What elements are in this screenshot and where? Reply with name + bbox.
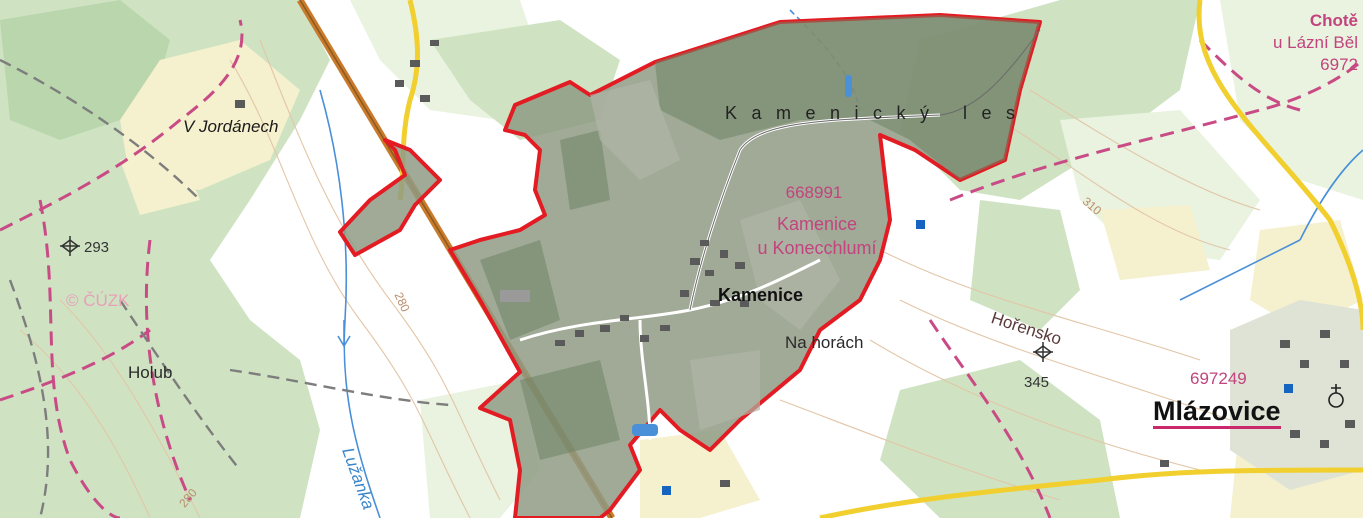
field-west-small [120, 150, 200, 215]
road-east [1196, 0, 1363, 331]
forest-inside-selection [480, 15, 1040, 460]
forest-label-kamenicky-les: Kamenický les [725, 103, 1030, 123]
hill-symbol-icon [1033, 342, 1053, 362]
hill-symbol-icon [60, 236, 80, 256]
elevation-label-345: 345 [1024, 374, 1050, 391]
cadastre-code-label: 668991 [785, 183, 843, 202]
place-label-v-jordanech: V Jordánech [183, 117, 279, 136]
edge-cadastre-label: Chotě u Lázní Běl 6972 [1246, 10, 1358, 76]
place-label-na-horach: Na horách [785, 333, 864, 352]
town-label-mlazovice: Mlázovice [1153, 398, 1281, 429]
pond-icon [845, 75, 852, 97]
cadastral-territory-west-lobe[interactable] [338, 138, 442, 257]
cadastre-name-line1: Kamenice [776, 214, 858, 234]
district-boundaries [0, 19, 1363, 518]
elevation-label-293: 293 [84, 239, 110, 256]
field-east-2 [1250, 220, 1363, 330]
forest-south-east [880, 360, 1120, 518]
field-east-1 [1100, 205, 1210, 280]
cadastre-name-line2: u Konecchlumí [757, 238, 877, 259]
stream-direction-arrow [337, 320, 351, 348]
edge-label-line2: u Lázní Běl [1272, 33, 1358, 53]
church-icon [1328, 384, 1344, 408]
copyright-watermark: © ČÚZK [66, 291, 130, 310]
village-mlazovice-area [1230, 300, 1363, 490]
fields-inside-selection [590, 80, 840, 430]
buildings [235, 40, 1355, 487]
point-marker-icon [662, 486, 671, 495]
road-south [819, 467, 1363, 518]
village-label-kamenice: Kamenice [718, 285, 804, 305]
edge-label-line1: Chotě [1309, 11, 1358, 30]
local-roads-outline [689, 29, 1041, 311]
path-boundaries [0, 58, 451, 518]
field-south [640, 430, 760, 518]
point-marker-icon [1284, 384, 1293, 393]
cadastre-code-label-697249: 697249 [1190, 369, 1247, 388]
edge-label-line3: 6972 [1320, 55, 1358, 75]
contour-lines [19, 39, 1261, 518]
place-label-holub: Holub [128, 363, 173, 382]
cadastre-name-label: Kamenice u Konecchlumí [742, 212, 892, 261]
forest-west-inner [0, 0, 170, 140]
point-marker-icon [916, 220, 925, 229]
pond-icon [632, 424, 658, 436]
